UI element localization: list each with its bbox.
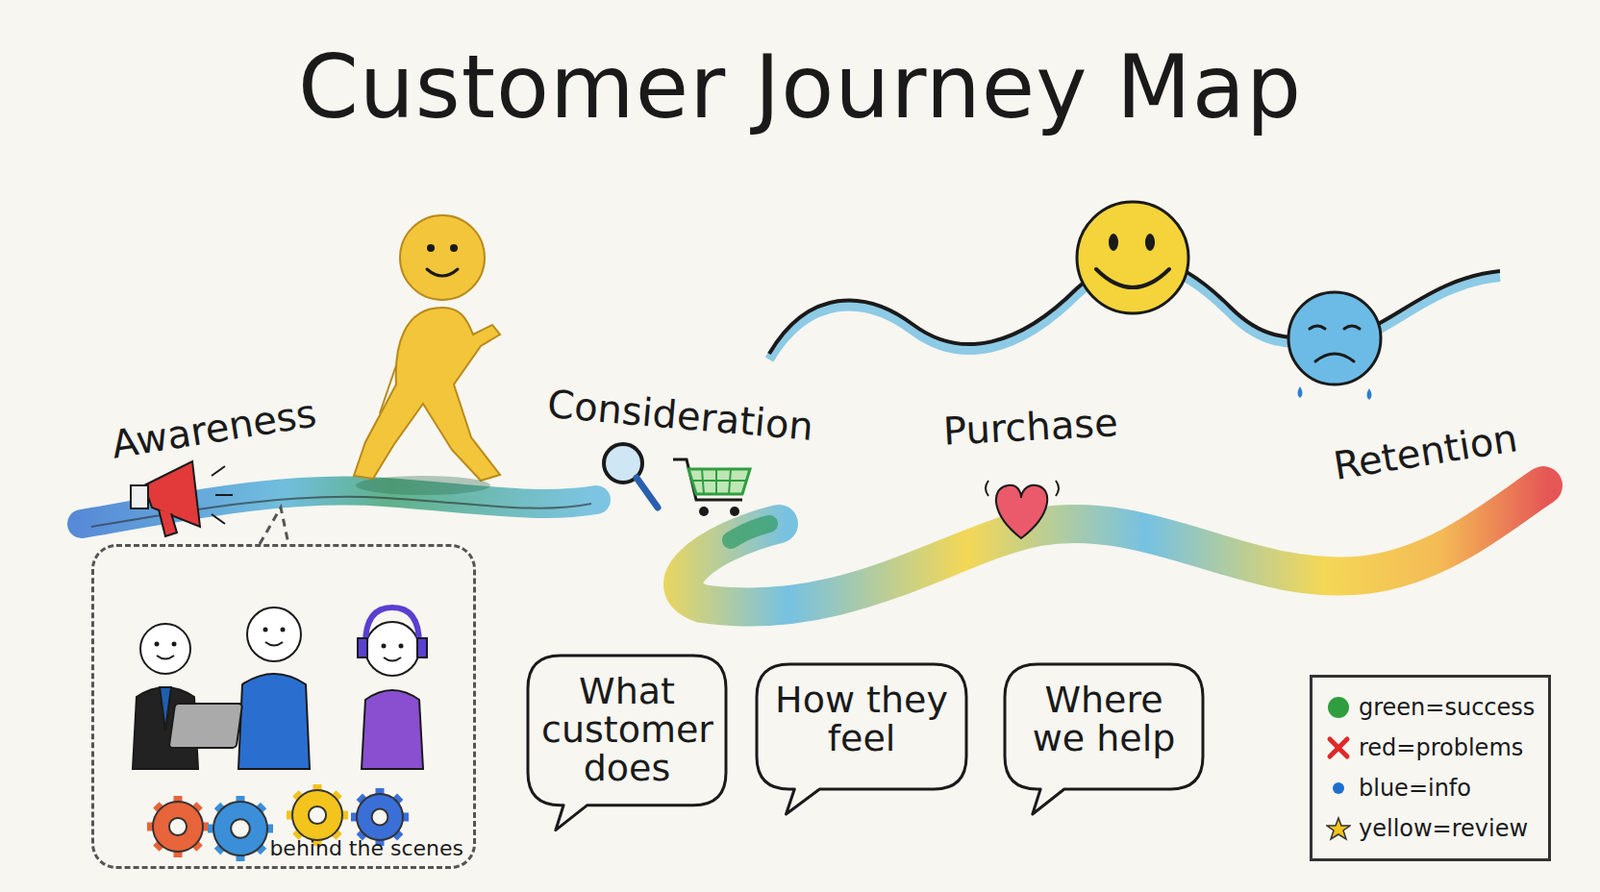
legend-row: yellow=review: [1325, 808, 1535, 850]
legend-row: green=success: [1325, 687, 1535, 728]
stage-label: Consideration: [546, 381, 816, 450]
speech-bubble: How they feel: [756, 664, 967, 790]
legend-swatch: [1325, 816, 1351, 842]
legend-swatch: [1325, 695, 1351, 721]
speech-bubble: Where we help: [1004, 664, 1203, 790]
legend-text: green=success: [1358, 694, 1535, 722]
bubble-text: What customer does: [541, 673, 713, 789]
legend-box: green=success red=problems blue=info yellow…: [1309, 675, 1551, 862]
legend-text: blue=info: [1358, 775, 1472, 802]
box-caption: behind the scenes: [269, 836, 464, 861]
legend-row: red=problems: [1325, 727, 1535, 769]
behind-scenes-box: behind the scenes: [91, 544, 476, 870]
bubble-text: How they feel: [770, 681, 953, 759]
speech-bubble: What customer does: [527, 655, 726, 806]
legend-text: yellow=review: [1358, 815, 1528, 843]
stage-label: Purchase: [942, 400, 1120, 453]
stage-label: Awareness: [107, 390, 319, 467]
legend-row: blue=info: [1325, 768, 1535, 809]
stage-label: Retention: [1329, 415, 1521, 489]
bubble-text: Where we help: [1018, 681, 1190, 759]
legend-text: red=problems: [1358, 734, 1524, 762]
legend-swatch: [1325, 775, 1351, 801]
diagram-title: Customer Journey Map: [0, 36, 1600, 138]
legend-swatch: [1325, 735, 1351, 761]
